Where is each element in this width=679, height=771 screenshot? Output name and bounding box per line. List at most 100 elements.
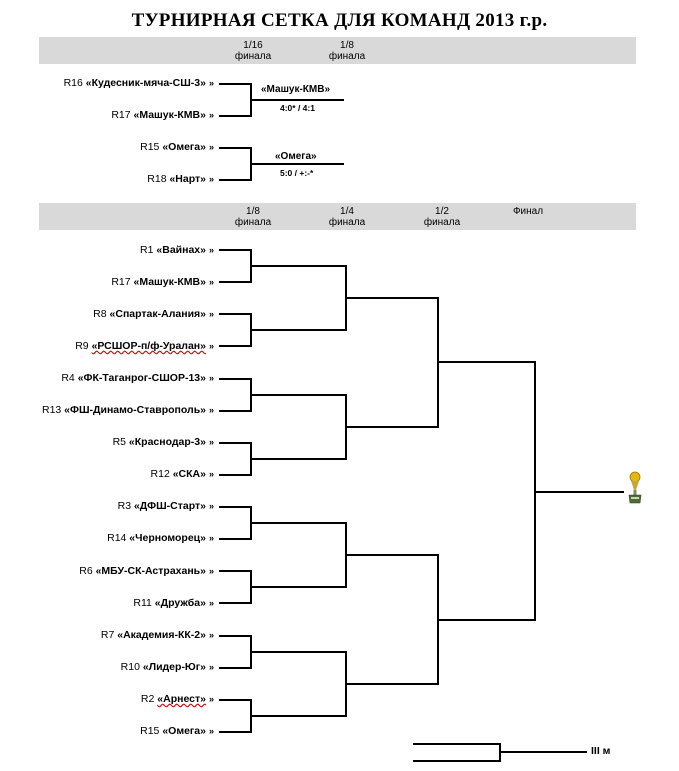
prelim-team: R15 «Омега»» xyxy=(140,141,214,153)
arrow-icon: » xyxy=(208,110,214,120)
bracket-team: R14 «Черноморец»» xyxy=(107,532,214,544)
bracket-team: R1 «Вайнах»» xyxy=(140,244,214,256)
team-seed: R15 xyxy=(140,141,160,153)
third-place-label: III м xyxy=(591,745,611,757)
prelim-team: R18 «Нарт»» xyxy=(147,173,214,185)
header-1-2: 1/2 финала xyxy=(412,206,472,228)
prelim-score: 5:0 / +:-* xyxy=(280,168,314,178)
qf-connector xyxy=(251,394,347,460)
arrow-icon: » xyxy=(208,405,214,415)
team-name: «ФК-Таганрог-СШОР-13» xyxy=(77,372,206,384)
team-seed: R17 xyxy=(111,276,131,288)
team-name: «ДФШ-Старт» xyxy=(133,500,206,512)
team-name: «МБУ-СК-Астрахань» xyxy=(95,565,206,577)
bracket-team: R2 «Арнест»» xyxy=(141,693,214,705)
team-name: «Машук-КМВ» xyxy=(133,276,206,288)
team-name: «Спартак-Алания» xyxy=(109,308,206,320)
header-line: финала xyxy=(328,51,366,62)
team-name: «ФШ-Динамо-Ставрополь» xyxy=(64,404,206,416)
r16-connector xyxy=(219,699,252,733)
team-seed: R9 xyxy=(75,340,89,352)
header-line: 1/2 xyxy=(435,206,449,217)
header-band-prelim xyxy=(39,37,636,64)
qf-connector xyxy=(251,651,347,717)
team-name: «РСШОР-п/ф-Уралан» xyxy=(91,340,206,352)
prelim-winner: «Омега» xyxy=(275,151,317,162)
r16-connector xyxy=(219,506,252,540)
arrow-icon: » xyxy=(208,341,214,351)
team-seed: R2 xyxy=(140,693,155,705)
bracket-team: R10 «Лидер-Юг»» xyxy=(121,661,214,673)
team-seed: R7 xyxy=(100,629,115,641)
team-seed: R5 xyxy=(112,436,126,448)
team-seed: R11 xyxy=(133,597,152,609)
prelim-team: R17 «Машук-КМВ»» xyxy=(111,109,214,121)
arrow-icon: » xyxy=(208,373,214,383)
sf-connector xyxy=(346,297,439,428)
header-line: Финал xyxy=(512,206,544,217)
bracket-team: R12 «СКА»» xyxy=(151,468,214,480)
arrow-icon: » xyxy=(208,309,214,319)
header-line: 1/16 xyxy=(243,40,263,51)
arrow-icon: » xyxy=(208,437,214,447)
arrow-icon: » xyxy=(208,533,214,543)
page-title: ТУРНИРНАЯ СЕТКА ДЛЯ КОМАНД 2013 г.р. xyxy=(131,10,548,31)
team-seed: R17 xyxy=(111,109,131,121)
third-place-connector xyxy=(413,743,501,762)
prelim-team: R16 «Кудесник-мяча-СШ-3»» xyxy=(64,77,214,89)
arrow-icon: » xyxy=(208,245,214,255)
r16-connector xyxy=(219,635,252,669)
team-seed: R18 xyxy=(147,173,167,185)
header-line: 1/4 xyxy=(340,206,354,217)
bracket-team: R5 «Краснодар-3»» xyxy=(113,436,214,448)
arrow-icon: » xyxy=(208,694,214,704)
team-seed: R10 xyxy=(120,661,140,673)
header-final: Финал xyxy=(498,206,558,217)
team-seed: R15 xyxy=(140,725,160,737)
qf-connector xyxy=(251,522,347,588)
bracket-team: R3 «ДФШ-Старт»» xyxy=(118,500,214,512)
arrow-icon: » xyxy=(208,469,214,479)
team-seed: R1 xyxy=(140,244,154,256)
header-1-16: 1/16 финала xyxy=(223,40,283,62)
bracket-team: R6 «МБУ-СК-Астрахань»» xyxy=(79,565,214,577)
final-connector xyxy=(438,361,536,621)
prelim-connector xyxy=(219,83,252,117)
team-seed: R4 xyxy=(61,372,75,384)
arrow-icon: » xyxy=(208,142,214,152)
team-name: «Омега» xyxy=(162,725,206,737)
header-line: финала xyxy=(423,217,461,228)
team-name: «Кудесник-мяча-СШ-3» xyxy=(85,77,206,89)
r16-connector xyxy=(219,249,252,283)
header-1-8-prelim: 1/8 финала xyxy=(317,40,377,62)
header-line: 1/8 xyxy=(340,40,354,51)
team-seed: R6 xyxy=(79,565,93,577)
arrow-icon: » xyxy=(208,277,214,287)
team-seed: R8 xyxy=(93,308,107,320)
team-name: «СКА» xyxy=(172,468,206,480)
arrow-icon: » xyxy=(208,630,214,640)
team-name: «Омега» xyxy=(162,141,206,153)
arrow-icon: » xyxy=(208,174,214,184)
team-name: «Вайнах» xyxy=(156,244,206,256)
team-name: «Краснодар-3» xyxy=(128,436,206,448)
header-line: финала xyxy=(328,217,366,228)
arrow-icon: » xyxy=(208,598,214,608)
team-seed: R3 xyxy=(117,500,132,512)
r16-connector xyxy=(219,570,252,604)
header-1-8: 1/8 финала xyxy=(223,206,283,228)
prelim-connector xyxy=(219,147,252,181)
header-1-4: 1/4 финала xyxy=(317,206,377,228)
arrow-icon: » xyxy=(208,726,214,736)
prelim-winner: «Машук-КМВ» xyxy=(261,84,331,95)
team-name: «Арнест» xyxy=(157,693,206,705)
team-name: «Лидер-Юг» xyxy=(142,661,206,673)
arrow-icon: » xyxy=(208,662,214,672)
bracket-team: R7 «Академия-КК-2»» xyxy=(101,629,214,641)
r16-connector xyxy=(219,442,252,476)
bracket-team: R11 «Дружба»» xyxy=(133,597,214,609)
team-seed: R16 xyxy=(63,77,83,89)
team-seed: R14 xyxy=(107,532,127,544)
team-name: «Нарт» xyxy=(169,173,206,185)
